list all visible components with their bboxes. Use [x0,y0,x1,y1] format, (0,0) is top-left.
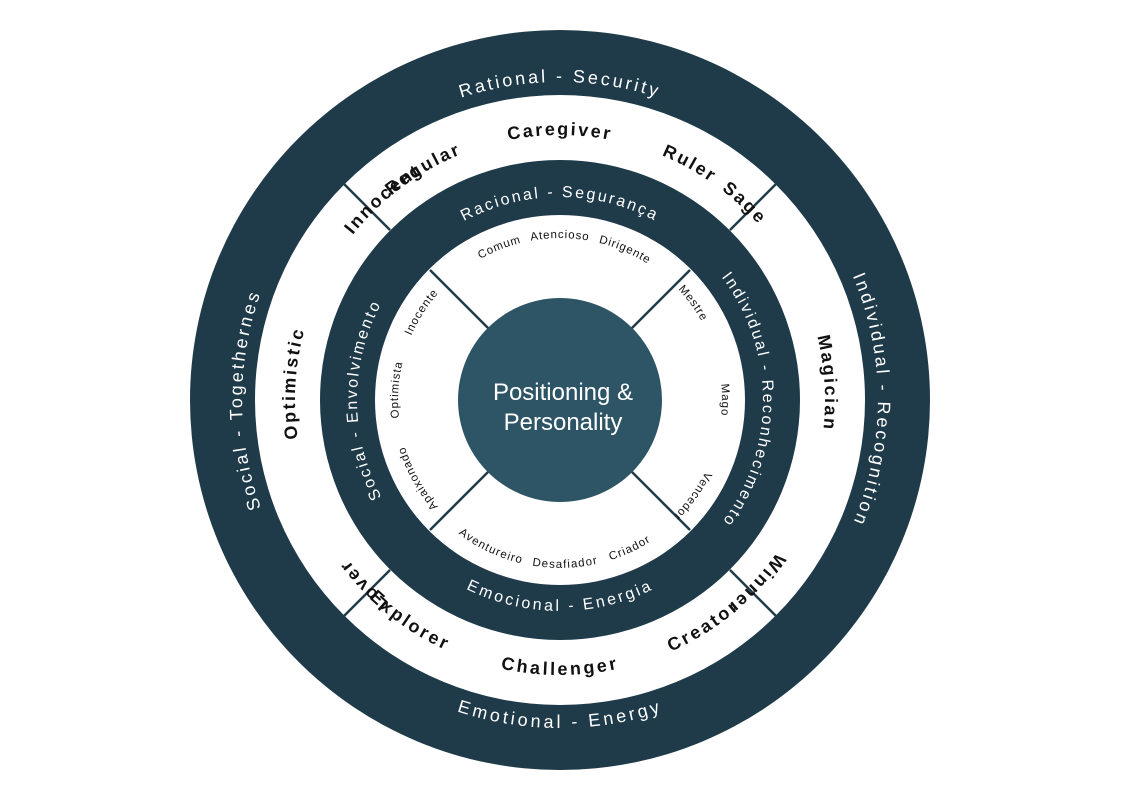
inner-word-optimista: Optimista [389,360,405,419]
inner-word-desafiador: Desafiador [532,555,599,571]
inner-band-dividers [429,269,691,531]
outer-band-dividers [329,169,791,631]
inner-word-atencioso: Atencioso [529,229,590,244]
center-disc [458,298,662,502]
center-title-line1: Positioning & [493,379,633,406]
center-title-line2: Personality [504,409,623,436]
inner-word-mago: Mago [718,383,731,417]
